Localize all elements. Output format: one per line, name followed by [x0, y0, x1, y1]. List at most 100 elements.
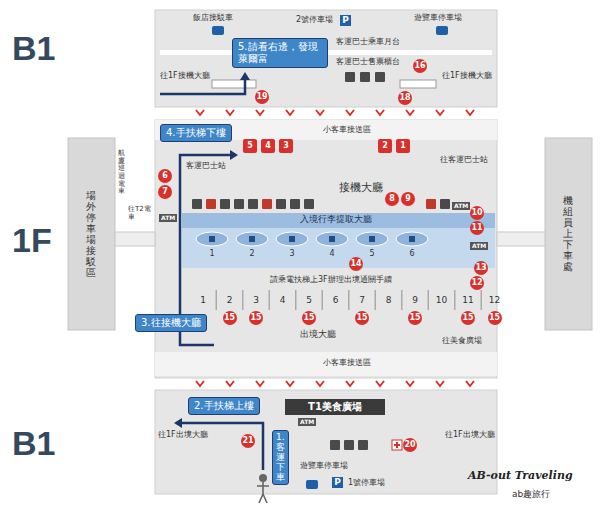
callout-box: 3.往接機大廳 [135, 314, 207, 332]
parking-icon: P [332, 477, 343, 488]
left-building [68, 138, 115, 330]
place-label: 飯店接駁車 [193, 14, 233, 23]
callout-number: 13 [474, 261, 488, 275]
gate-pillar [295, 290, 297, 310]
route-arrowhead [230, 150, 238, 160]
place-label: 入境行李提取大廳 [300, 215, 372, 225]
floor-label: B1 [12, 30, 55, 67]
number-label: 8 [386, 296, 392, 306]
chevron [346, 110, 354, 115]
chevron [286, 381, 294, 386]
facility-icon [290, 199, 300, 209]
place-label: 客運巴士乘車月台 [336, 38, 400, 47]
number-label: 10 [436, 296, 447, 306]
parking-icon: P [340, 15, 351, 26]
floor-label: B1 [12, 425, 55, 462]
place-label: 往T2電車 [128, 206, 154, 221]
callout-box: 2.手扶梯上樓 [188, 397, 260, 415]
place-label: 小客車接送區 [323, 126, 371, 135]
number-label: 4 [329, 250, 334, 259]
number-label: 9 [412, 296, 418, 306]
place-label: 請乘電扶梯上3F辦理出境通關手續 [270, 276, 392, 285]
watermark: AB-out Traveling [468, 470, 573, 482]
facility-icon [375, 72, 385, 82]
place-label: 2號停車場 [296, 16, 333, 25]
callout-number: 16 [413, 59, 427, 73]
carousel-icon [209, 236, 215, 242]
node-text: 4.手扶梯下樓 [166, 127, 226, 139]
carousel-icon [369, 236, 375, 242]
place-label: 航廈巡迴電車 [118, 150, 125, 196]
callout-number: 5 [243, 139, 257, 153]
callout-box: 1.客運下車 [272, 430, 289, 485]
node-text: 5.請看右邊，發現萊爾富 [238, 41, 322, 65]
baggage-carousel [316, 232, 348, 246]
chevron [376, 110, 384, 115]
walkway [497, 232, 545, 246]
facility-icon [220, 199, 230, 209]
place-label: 小客車接送區 [323, 359, 371, 368]
gate-pillar [269, 290, 271, 310]
escalator [212, 80, 256, 88]
place-label: 場外停車場接駁區 [86, 190, 96, 278]
facility-icon [358, 440, 368, 450]
baggage-carousel [196, 232, 228, 246]
number-label: 4 [280, 296, 286, 306]
bus-icon [212, 26, 224, 35]
callout-number: 3 [279, 139, 293, 153]
callout-number: 19 [255, 90, 269, 104]
escalator [400, 80, 436, 88]
facility-icon [360, 72, 370, 82]
first-aid-icon [392, 440, 402, 450]
callout-number: 9 [401, 192, 415, 206]
chevron [406, 110, 414, 115]
chevron [256, 110, 264, 115]
callout-number: 15 [408, 311, 422, 325]
callout-number: 15 [249, 311, 263, 325]
gate-pillar [481, 290, 483, 310]
number-label: 3 [289, 250, 294, 259]
gate-pillar [322, 290, 324, 310]
callout-number: 15 [488, 311, 502, 325]
callout-number: 21 [241, 434, 255, 448]
baggage-carousel [276, 232, 308, 246]
facility-icon [262, 199, 272, 209]
place-label: 往客運巴士站 [440, 156, 488, 165]
b1-upper-panel [155, 10, 497, 107]
route-line [160, 80, 245, 94]
node-text: 1.客運下車 [276, 433, 285, 482]
callout-number: 6 [158, 169, 172, 183]
callout-number: 11 [470, 221, 484, 235]
callout-number: 20 [403, 438, 417, 452]
callout-number: 15 [355, 311, 369, 325]
chevron [316, 381, 324, 386]
chevron [196, 110, 204, 115]
baggage-carousel [396, 232, 428, 246]
callout-number: 1 [396, 139, 410, 153]
gate-pillar [454, 290, 456, 310]
gate-pillar [428, 290, 430, 310]
facility-icon [426, 199, 436, 209]
number-label: 12 [489, 296, 500, 306]
gate-pillar [401, 290, 403, 310]
food-court-box: T1美食廣場 [285, 399, 385, 415]
person-body [257, 482, 269, 503]
atm-icon: ATM [452, 202, 470, 210]
chevron [196, 381, 204, 386]
callout-number: 8 [385, 192, 399, 206]
place-label: ab趣旅行 [512, 490, 550, 500]
callout-number: 14 [349, 257, 363, 271]
place-label: 遊覽車停車場 [414, 14, 462, 23]
chevron [436, 110, 444, 115]
number-label: 5 [306, 296, 312, 306]
facility-icon [304, 199, 314, 209]
node-text: 2.手扶梯上樓 [194, 400, 254, 412]
place-label: 往1F出境大廳 [158, 431, 208, 440]
number-label: 5 [369, 250, 374, 259]
atm-icon: ATM [298, 418, 316, 426]
callout-number: 18 [398, 91, 412, 105]
baggage-carousel [356, 232, 388, 246]
facility-icon [192, 199, 202, 209]
facility-icon [344, 440, 354, 450]
gate-pillar [216, 290, 218, 310]
